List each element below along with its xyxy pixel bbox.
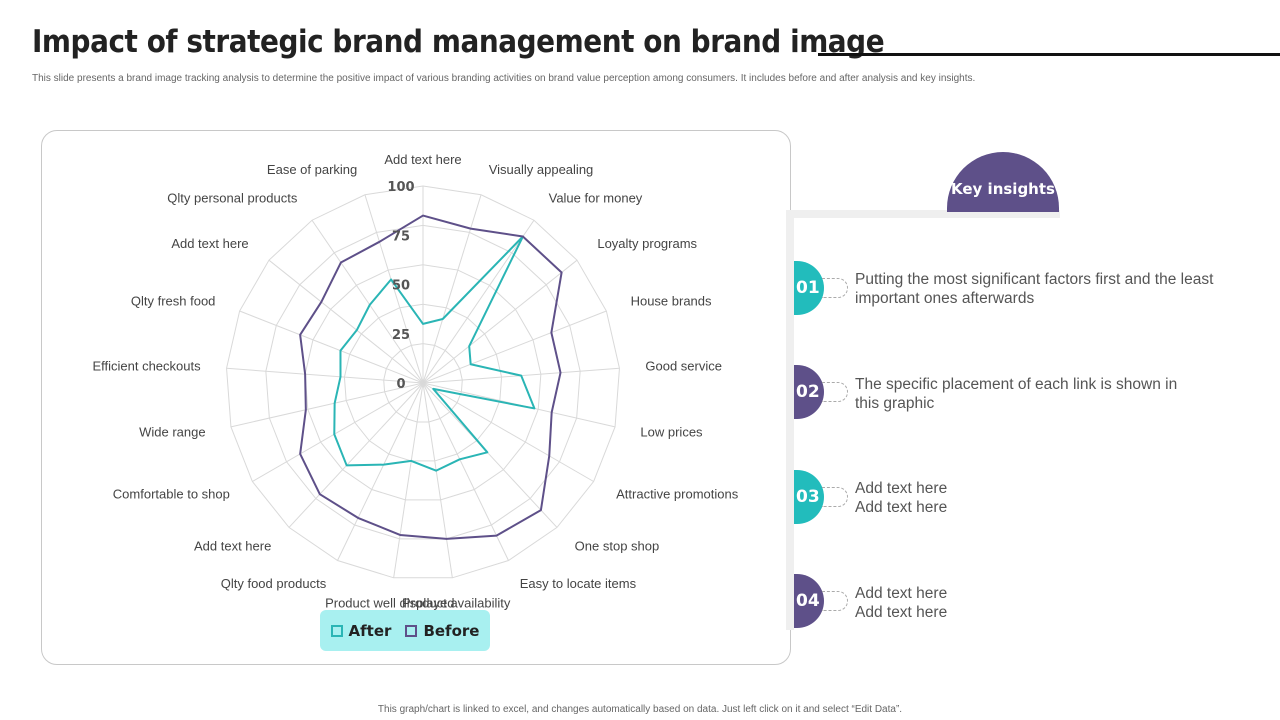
category-label-13: Add text here	[194, 538, 271, 553]
title-rule	[818, 53, 1280, 56]
legend-label-after: After	[348, 621, 392, 640]
insight-text-01: Putting the most significant factors fir…	[855, 270, 1213, 308]
tick-label-50: 50	[392, 279, 410, 294]
insight-04-line1: Add text here	[855, 585, 948, 602]
grid-spoke-20	[364, 194, 424, 384]
grid-spoke-14	[252, 382, 424, 482]
category-label-19: Qlty personal products	[167, 191, 298, 206]
insight-01-line1: Putting the most significant factors fir…	[855, 271, 1214, 288]
category-label-10: Product availability	[402, 596, 511, 611]
category-label-11: Product well displayed	[325, 596, 454, 611]
grid-spoke-15	[230, 382, 424, 428]
grid-ring-60	[304, 264, 542, 501]
insight-badge-03: 03	[794, 470, 824, 524]
insight-01-line2: important ones afterwards	[855, 290, 1035, 307]
grid-spoke-2	[422, 219, 535, 384]
page-subtitle: This slide presents a brand image tracki…	[32, 73, 976, 84]
insight-text-04: Add text here Add text here	[855, 584, 947, 622]
insight-connector-02	[822, 382, 848, 402]
insight-03-line2: Add text here	[855, 499, 948, 516]
grid-spoke-8	[422, 382, 558, 528]
key-insights-heading: Key insights	[947, 152, 1059, 212]
grid-spoke-12	[337, 382, 424, 561]
category-label-17: Qlty fresh food	[131, 294, 216, 309]
category-label-7: Attractive promotions	[616, 487, 739, 502]
grid-spoke-18	[268, 259, 424, 384]
grid-spoke-16	[226, 367, 424, 384]
category-label-9: Easy to locate items	[520, 576, 637, 591]
grid-spoke-19	[311, 219, 424, 384]
category-label-14: Comfortable to shop	[113, 487, 230, 502]
insight-02-line2: this graphic	[855, 395, 935, 412]
insight-badge-02: 02	[794, 365, 824, 419]
grid-spoke-10	[422, 382, 453, 578]
insight-04-line2: Add text here	[855, 604, 948, 621]
legend-swatch-before	[405, 624, 418, 637]
insight-03-line1: Add text here	[855, 480, 948, 497]
grid-ring-40	[343, 303, 503, 462]
category-label-20: Ease of parking	[267, 162, 357, 177]
chart-legend: After Before	[320, 610, 490, 651]
category-label-0: Add text here	[384, 152, 461, 167]
series-line-after	[333, 235, 536, 472]
legend-swatch-after	[330, 624, 343, 637]
category-label-6: Low prices	[640, 425, 703, 440]
category-label-1: Visually appealing	[489, 162, 594, 177]
insights-frame-left	[786, 210, 794, 630]
insight-badge-01: 01	[794, 261, 824, 315]
series-line-before	[299, 214, 563, 540]
category-label-3: Loyalty programs	[597, 236, 697, 251]
grid-ring-80	[265, 224, 581, 540]
category-label-8: One stop shop	[575, 538, 660, 553]
page-title: Impact of strategic brand management on …	[32, 24, 885, 60]
category-label-18: Add text here	[171, 236, 248, 251]
grid-spoke-1	[422, 194, 482, 384]
category-label-15: Wide range	[139, 425, 205, 440]
tick-label-100: 100	[387, 180, 414, 195]
grid-spoke-7	[422, 382, 594, 482]
category-label-2: Value for money	[549, 191, 643, 206]
grid-spoke-13	[288, 382, 424, 528]
grid-ring-100	[226, 185, 620, 579]
insights-frame-top	[786, 210, 1060, 218]
grid-spoke-17	[239, 310, 424, 384]
insight-text-02: The specific placement of each link is s…	[855, 375, 1177, 413]
insight-02-line1: The specific placement of each link is s…	[855, 376, 1178, 393]
grid-spoke-11	[393, 382, 424, 578]
insight-connector-01	[822, 278, 848, 298]
tick-label-25: 25	[392, 328, 410, 343]
legend-item-before: Before	[405, 622, 479, 640]
insight-text-03: Add text here Add text here	[855, 479, 947, 517]
legend-label-before: Before	[423, 621, 480, 640]
insight-connector-03	[822, 487, 848, 507]
footer-note: This graph/chart is linked to excel, and…	[377, 704, 903, 715]
category-label-4: House brands	[631, 294, 712, 309]
category-label-12: Qlty food products	[221, 576, 327, 591]
grid-spoke-4	[422, 310, 607, 384]
tick-label-75: 75	[392, 229, 410, 244]
category-label-5: Good service	[645, 358, 722, 373]
tick-label-0: 0	[396, 377, 405, 392]
grid-spoke-9	[422, 382, 509, 561]
category-label-16: Efficient checkouts	[92, 358, 201, 373]
legend-item-after: After	[330, 621, 392, 640]
grid-spoke-3	[422, 259, 578, 384]
grid-ring-20	[383, 343, 463, 423]
insight-badge-04: 04	[794, 574, 824, 628]
insight-connector-04	[822, 591, 848, 611]
